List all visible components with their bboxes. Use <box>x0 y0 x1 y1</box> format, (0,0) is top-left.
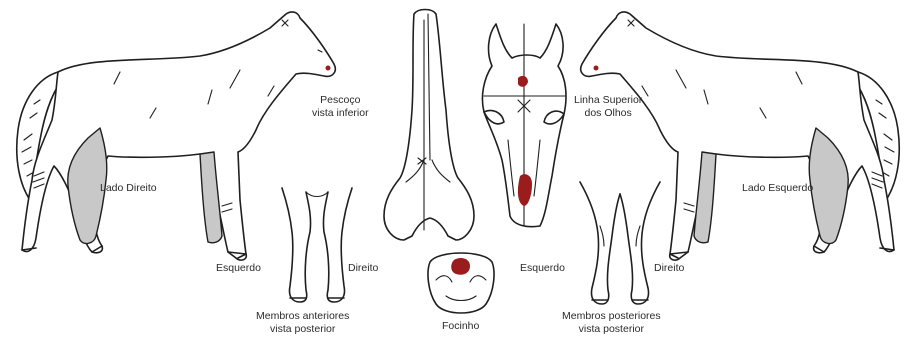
neck-underside-view <box>384 10 474 241</box>
muzzle-mark <box>451 258 470 275</box>
label-linha-superior-olhos: Linha Superior dos Olhos <box>574 94 642 120</box>
front-limb-right <box>323 188 352 302</box>
label-lado-direito: Lado Direito <box>100 182 157 195</box>
label-front-direito: Direito <box>348 262 378 275</box>
head-front-view <box>482 24 566 227</box>
label-membros-posteriores: Membros posteriores vista posterior <box>562 310 661 336</box>
label-pescoco-vista-inferior: Pescoço vista inferior <box>312 94 369 120</box>
hind-limbs-rear-view <box>580 182 660 304</box>
label-rear-direito: Direito <box>654 262 684 275</box>
hind-limb-left <box>580 182 620 304</box>
label-membros-anteriores: Membros anteriores vista posterior <box>256 310 349 336</box>
label-lado-esquerdo: Lado Esquerdo <box>742 182 813 195</box>
label-front-esquerdo: Esquerdo <box>216 262 261 275</box>
label-rear-esquerdo: Esquerdo <box>520 262 565 275</box>
front-limb-left <box>282 188 311 302</box>
label-focinho: Focinho <box>442 320 479 333</box>
body-left-horse <box>22 12 335 260</box>
front-limbs-rear-view <box>282 188 352 302</box>
horse-right-side <box>17 12 336 260</box>
muzzle-view <box>428 253 494 313</box>
hind-limb-right <box>620 182 660 304</box>
